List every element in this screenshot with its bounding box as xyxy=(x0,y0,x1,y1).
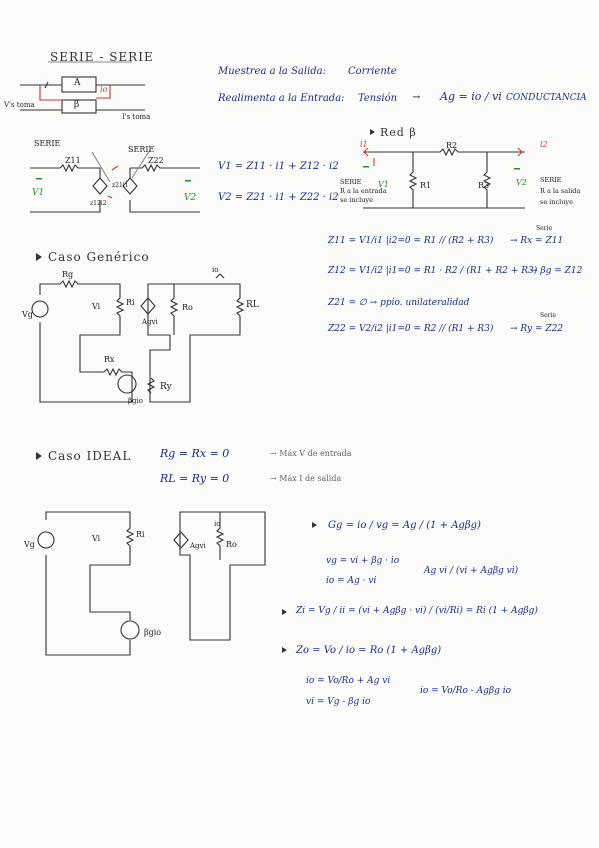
red-beta-v1: V1 xyxy=(378,180,389,189)
ideal-l1-a: Rg = Rx = 0 xyxy=(160,447,230,460)
ideal-vi: Vi xyxy=(92,534,101,543)
eq-vg: vg = vi + βg · io xyxy=(326,556,400,566)
conductancia-label: CONDUCTANCIA xyxy=(506,93,587,103)
gen-rl: RL xyxy=(246,300,259,310)
title-caso-ideal: Caso IDEAL xyxy=(48,449,132,463)
z11-label: Z11 xyxy=(65,156,81,165)
header-line2-b: Tensión xyxy=(358,93,398,104)
a-block-label: A xyxy=(74,78,81,88)
header-line1-b: Corriente xyxy=(348,66,397,77)
ideal-io: io xyxy=(214,520,221,528)
beta-source-generic xyxy=(117,374,137,394)
gen-agvi: Agvi xyxy=(142,318,158,326)
ideal-ro: Ro xyxy=(226,540,237,549)
eq-zi: Zi = Vg / ii = (vi + Agβg · vi) / (vi/Ri… xyxy=(296,606,538,616)
red-beta-r-salida: R a la salida xyxy=(540,187,581,195)
eq-vi2: vi = Vg - βg io xyxy=(306,697,371,707)
red-beta-r2: R2 xyxy=(446,141,458,150)
ideal-bgio: βgio xyxy=(144,628,162,637)
beta-block xyxy=(61,99,97,114)
eq-z21: Z21 = ∅ → ppio. unilateralidad xyxy=(328,298,470,308)
v2-label-1: V2 xyxy=(184,193,197,203)
ag-definition: Ag = io / vi xyxy=(440,90,502,103)
ideal-l2-a: RL = Ry = 0 xyxy=(160,472,230,485)
red-beta-r3: R3 xyxy=(478,181,490,190)
gen-io: io xyxy=(212,266,219,274)
eq-brace1: Ag vi / (vi + Agβg vi) xyxy=(424,566,519,576)
eq-z12-result: → βg = Z12 xyxy=(530,266,583,276)
ag-source-ideal xyxy=(173,531,189,549)
ag-source-generic xyxy=(140,297,156,315)
ideal-l1-b: → Máx V de entrada xyxy=(270,449,352,458)
gen-ri: Ri xyxy=(126,298,135,307)
header-arrow: → xyxy=(412,92,421,103)
serie-left-1: SERIE xyxy=(34,139,61,148)
eq-brace2: io = Vo/Ro - Agβg io xyxy=(420,686,512,696)
toma-left: V's toma xyxy=(4,101,35,109)
eq-z11: Z11 = V1/i1 |i2=0 = R1 // (R2 + R3) xyxy=(328,236,494,246)
red-beta-serie-left: SERIE xyxy=(340,178,362,186)
title-caso-generico: Caso Genérico xyxy=(48,250,150,264)
serie-note-2: Serie xyxy=(540,312,556,319)
eq-zo: Zo = Vo / io = Ro (1 + Agβg) xyxy=(296,645,442,656)
title-serie-serie: SERIE - SERIE xyxy=(50,50,154,64)
eq-io: io = Ag · vi xyxy=(326,576,377,586)
red-beta-v2: V2 xyxy=(516,178,527,187)
dependent-source-2 xyxy=(122,177,138,195)
z12i2-label: z12i2 xyxy=(90,200,107,207)
header-line2-a: Realimenta a la Entrada: xyxy=(218,93,345,104)
red-beta-i1: i1 xyxy=(360,140,368,149)
red-beta-se-incluye-2: se incluye xyxy=(540,198,573,206)
ideal-vg: Vg xyxy=(24,540,35,549)
serie-note-1: Serie xyxy=(536,225,552,232)
gen-bgio: βgio xyxy=(128,397,143,405)
eq-io2: io = Vo/Ro + Ag vi xyxy=(306,676,391,686)
z21i1-label: z21i1 xyxy=(112,182,129,189)
gen-vg: Vg xyxy=(22,310,33,319)
gen-ry: Ry xyxy=(160,382,172,392)
gen-vi: Vi xyxy=(92,302,101,311)
eq-v1: V1 = Z11 · i1 + Z12 · i2 xyxy=(218,161,339,172)
vg-source-ideal xyxy=(37,531,55,549)
eq-z11-result: → Rx = Z11 xyxy=(510,236,564,246)
eq-gain: Gg = io / vg = Ag / (1 + Agβg) xyxy=(328,520,481,531)
vg-source-generic xyxy=(31,300,49,318)
serie-right-1: SERIE xyxy=(128,145,155,154)
eq-v2: V2 = Z21 · i1 + Z22 · i2 xyxy=(218,192,339,203)
gen-ro: Ro xyxy=(182,303,193,312)
v1-label-1: V1 xyxy=(32,188,45,198)
toma-right: I's toma xyxy=(122,113,151,121)
io-label: io xyxy=(100,85,108,94)
z22-label: Z22 xyxy=(148,156,164,165)
beta-block-label: β xyxy=(74,100,80,110)
gen-rg: Rg xyxy=(62,270,74,279)
red-beta-i2: i2 xyxy=(540,140,548,149)
beta-source-ideal xyxy=(120,620,140,640)
eq-z22-result: → Ry = Z22 xyxy=(510,324,564,334)
eq-z12: Z12 = V1/i2 |i1=0 = R1 · R2 / (R1 + R2 +… xyxy=(328,266,538,276)
dependent-source-1 xyxy=(92,177,108,195)
header-line1-a: Muestrea a la Salida: xyxy=(218,66,327,77)
eq-z22: Z22 = V2/i2 |i1=0 = R2 // (R1 + R3) xyxy=(328,324,494,334)
gen-rx: Rx xyxy=(104,355,115,364)
red-beta-se-incluye: se incluye xyxy=(340,196,373,204)
title-red-beta: Red β xyxy=(380,126,417,139)
ideal-ri: Ri xyxy=(136,530,145,539)
ideal-l2-b: → Máx I de salida xyxy=(270,474,342,483)
red-beta-serie-right: SERIE xyxy=(540,176,562,184)
ideal-agvi: Agvi xyxy=(190,542,206,550)
red-beta-r-entrada: R a la entrada xyxy=(340,187,387,195)
red-beta-r1: R1 xyxy=(420,181,432,190)
